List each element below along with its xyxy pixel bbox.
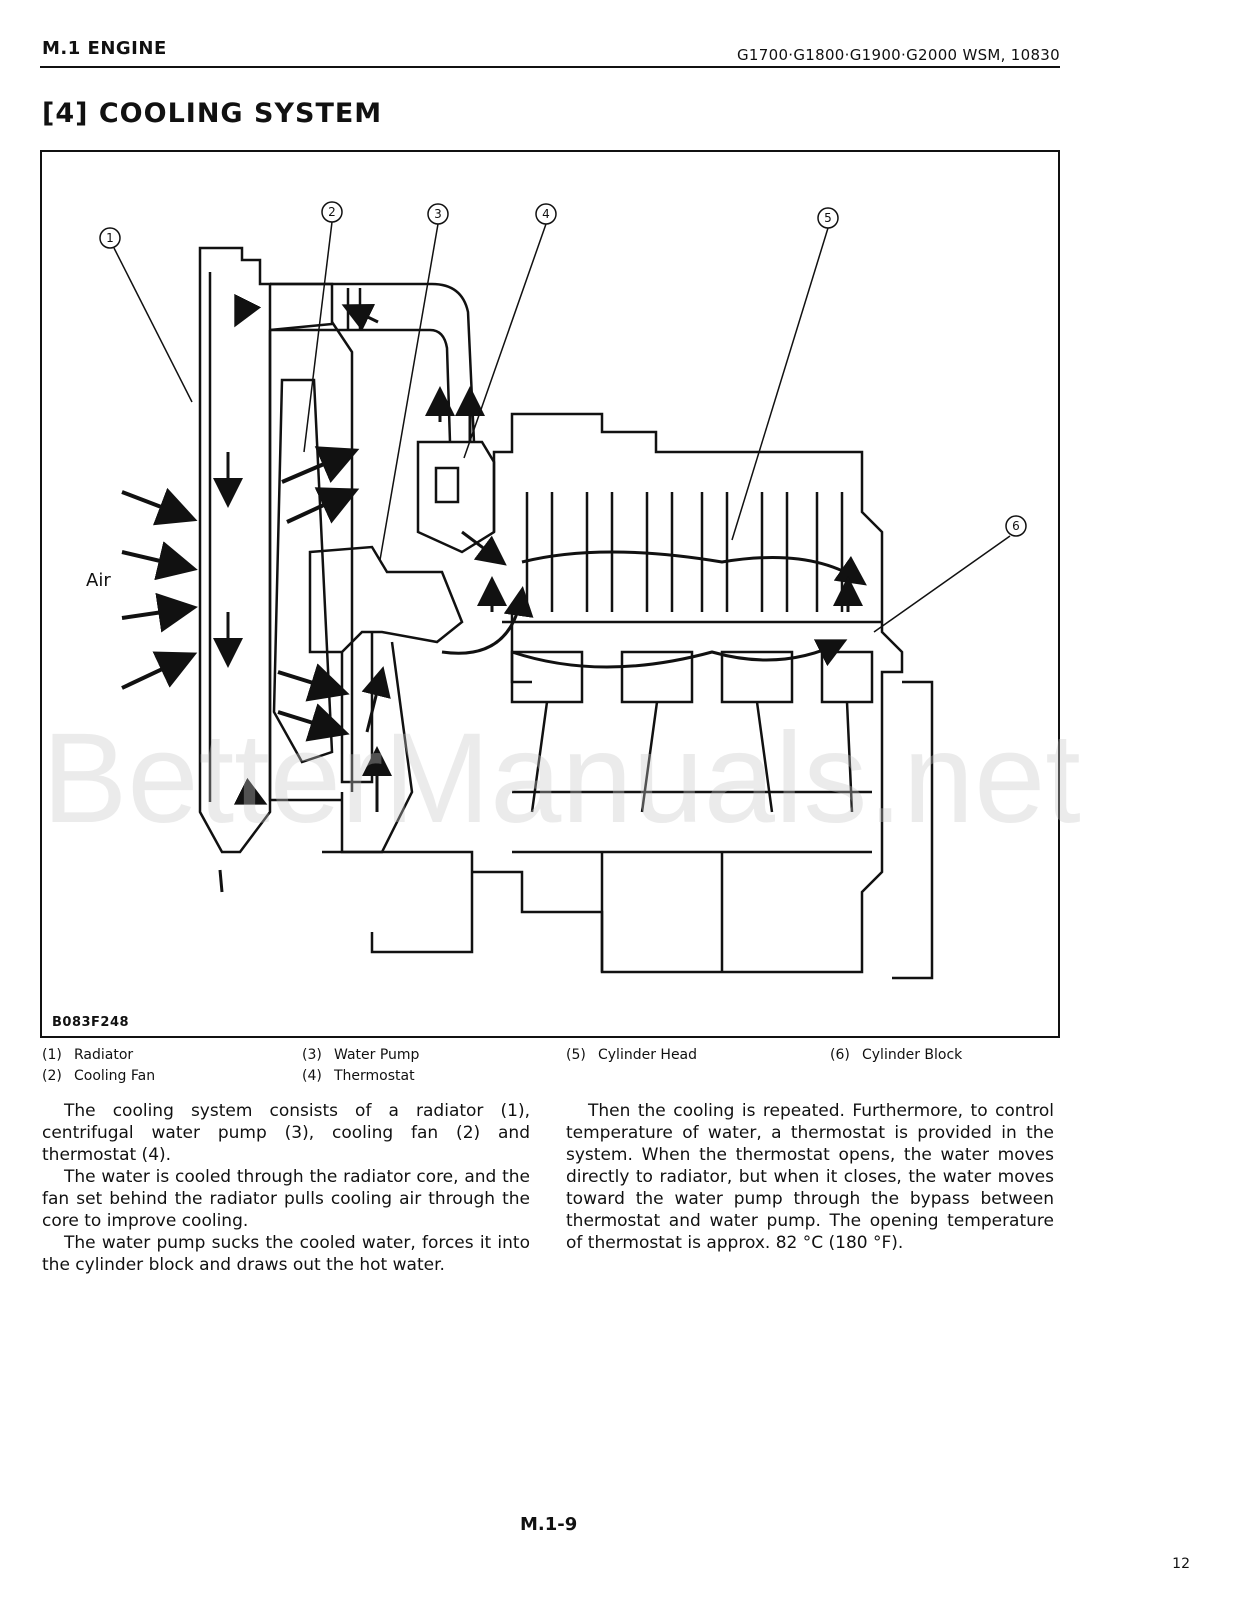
radiator-shape [198, 246, 272, 893]
paragraph: The water is cooled through the radiator… [42, 1167, 530, 1231]
callout-2: 2 [328, 205, 336, 219]
callout-4: 4 [542, 207, 550, 221]
legend-column-1: (1)Radiator (2)Cooling Fan [42, 1045, 155, 1087]
callout-3: 3 [434, 207, 442, 221]
pistons-shape [510, 650, 874, 972]
paragraph: The water pump sucks the cooled water, f… [42, 1233, 530, 1275]
section-header: M.1 ENGINE [42, 38, 167, 59]
legend-column-2: (3)Water Pump (4)Thermostat [302, 1045, 419, 1087]
page-number: M.1-9 [520, 1514, 578, 1535]
header-rule [40, 66, 1060, 68]
air-label: Air [86, 570, 111, 591]
legend-column-3: (5)Cylinder Head [566, 1045, 697, 1066]
legend-item: (5)Cylinder Head [566, 1047, 698, 1063]
legend-item: (3)Water Pump [302, 1047, 420, 1063]
upper-hose-shape [270, 282, 476, 443]
figure-code: B083F248 [52, 1015, 130, 1030]
callout-1: 1 [106, 231, 114, 245]
fan-shroud-shape [268, 282, 354, 802]
legend-item: (4)Thermostat [302, 1068, 415, 1084]
callout-6: 6 [1012, 519, 1020, 533]
callout-5: 5 [824, 211, 832, 225]
paragraph: The cooling system consists of a radiato… [42, 1101, 530, 1165]
legend-item: (1)Radiator [42, 1047, 134, 1063]
body-text-right: Then the cooling is repeated. Furthermor… [566, 1100, 1054, 1254]
legend-item: (2)Cooling Fan [42, 1068, 156, 1084]
cooling-system-diagram: 1 2 3 4 5 6 Air B083F248 [40, 150, 1060, 1038]
engine-block-shape [322, 412, 934, 980]
legend-column-4: (6)Cylinder Block [830, 1045, 962, 1066]
page-index: 12 [1172, 1556, 1190, 1572]
page-title: [4] COOLING SYSTEM [42, 98, 383, 129]
paragraph: Then the cooling is repeated. Furthermor… [566, 1101, 1054, 1253]
valve-set-shape [525, 492, 844, 612]
body-text-left: The cooling system consists of a radiato… [42, 1100, 530, 1276]
engine-cross-section: 1 2 3 4 5 6 [99, 201, 1027, 980]
legend-item: (6)Cylinder Block [830, 1047, 963, 1063]
thermostat-housing-shape [308, 440, 496, 854]
model-header: G1700·G1800·G1900·G2000 WSM, 10830 [736, 46, 1060, 64]
